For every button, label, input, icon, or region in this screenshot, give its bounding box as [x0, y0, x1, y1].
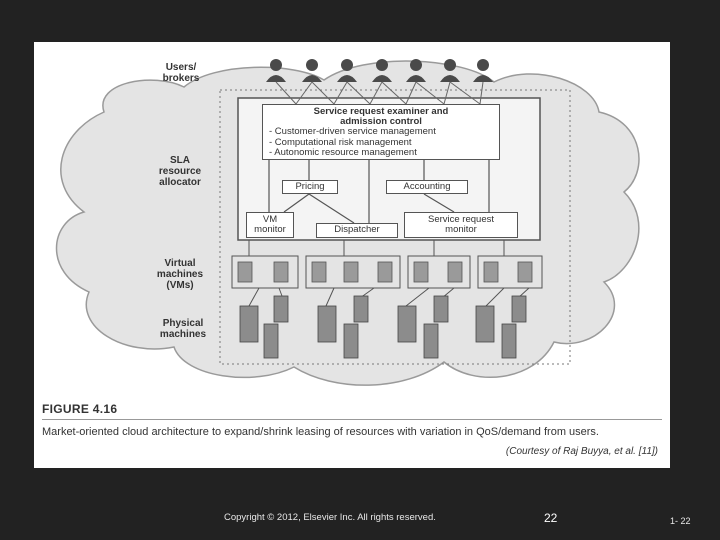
user-arrows	[275, 81, 484, 105]
examiner-box: Service request examiner and admission c…	[262, 104, 500, 160]
vm-group	[231, 255, 299, 289]
user-icons	[266, 59, 493, 82]
server-icon	[239, 305, 259, 343]
pricing-box: Pricing	[282, 180, 338, 194]
server-icon	[433, 295, 449, 323]
caption-divider	[42, 419, 662, 420]
vm-icon	[343, 261, 359, 283]
examiner-item: - Customer-driven service management	[269, 126, 436, 137]
service-monitor-box: Service request monitor	[404, 212, 518, 238]
footer-slide-number: 1- 22	[670, 516, 691, 526]
virtual-label: Virtual machines (VMs)	[156, 258, 204, 291]
user-icon	[302, 59, 322, 82]
server-icon	[273, 295, 289, 323]
server-icon	[353, 295, 369, 323]
vm-group	[477, 255, 543, 289]
vm-icon	[311, 261, 327, 283]
vm-group	[407, 255, 471, 289]
vm-icon	[273, 261, 289, 283]
user-icon	[440, 59, 460, 82]
examiner-item: - Autonomic resource management	[269, 147, 417, 158]
server-icon	[263, 323, 279, 359]
vm-icon	[517, 261, 533, 283]
accounting-box: Accounting	[386, 180, 468, 194]
figure-courtesy: (Courtesy of Raj Buyya, et al. [11])	[505, 446, 658, 457]
users-label: Users/ brokers	[162, 62, 200, 84]
physical-machines	[239, 295, 527, 359]
vm-icon	[237, 261, 253, 283]
vm-icon	[377, 261, 393, 283]
internal-arrows	[268, 160, 490, 224]
footer-page-number: 22	[544, 511, 558, 525]
figure-caption-title: FIGURE 4.16	[42, 402, 118, 416]
sla-label: SLA resource allocator	[158, 155, 202, 188]
figure-panel: Users/ brokers SLA resource allocator Vi…	[34, 42, 670, 468]
user-icon	[337, 59, 357, 82]
server-icon	[343, 323, 359, 359]
user-icon	[473, 59, 493, 82]
user-icon	[372, 59, 392, 82]
dispatcher-box: Dispatcher	[316, 223, 398, 238]
figure-caption-text: Market-oriented cloud architecture to ex…	[42, 426, 599, 438]
examiner-title: Service request examiner and admission c…	[313, 106, 449, 127]
server-icon	[423, 323, 439, 359]
vm-icon	[483, 261, 499, 283]
footer-copyright: Copyright © 2012, Elsevier Inc. All righ…	[224, 512, 436, 523]
user-icon	[266, 59, 286, 82]
examiner-item: - Computational risk management	[269, 136, 412, 148]
server-icon	[475, 305, 495, 343]
cloud-boundary	[219, 89, 571, 365]
server-icon	[397, 305, 417, 343]
user-icon	[406, 59, 426, 82]
vm-groups	[231, 255, 543, 289]
server-icon	[511, 295, 527, 323]
vm-group	[305, 255, 401, 289]
server-icon	[317, 305, 337, 343]
vm-icon	[413, 261, 429, 283]
vm-icons	[237, 261, 533, 283]
server-icon	[501, 323, 517, 359]
vm-monitor-box: VM monitor	[246, 212, 294, 238]
vm-icon	[447, 261, 463, 283]
physical-label: Physical machines	[159, 318, 207, 340]
vm-links	[248, 240, 505, 256]
